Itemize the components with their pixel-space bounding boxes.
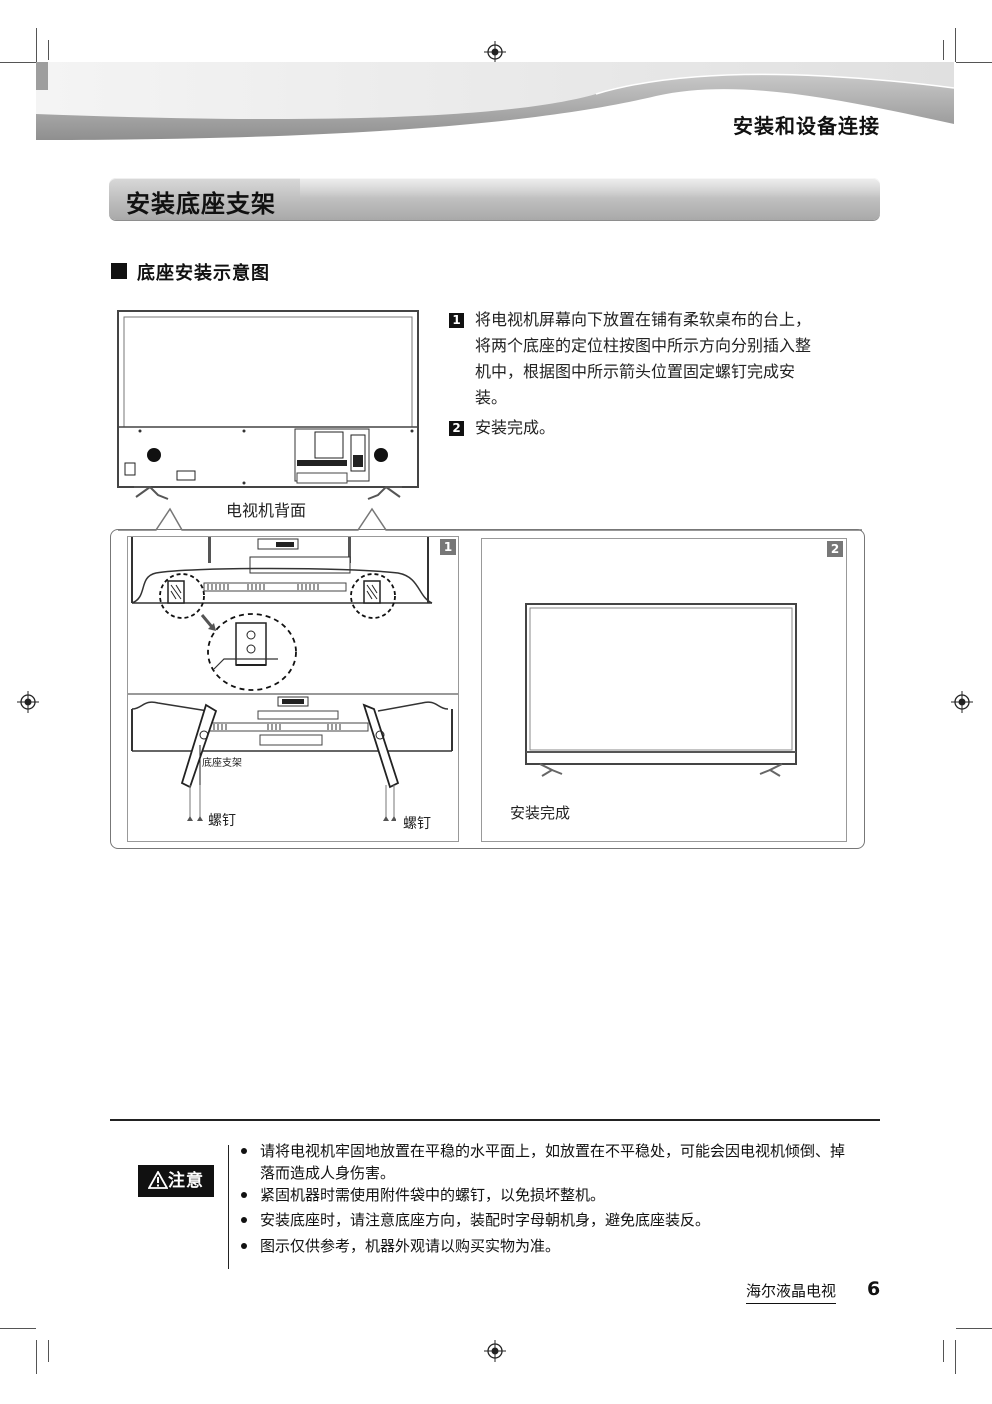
- bullet-icon: [241, 1192, 247, 1198]
- crop-mark: [36, 1340, 37, 1374]
- tv-front-illustration: [525, 603, 797, 777]
- subsection-title: 底座安装示意图: [137, 263, 270, 284]
- step-1-line: 将电视机屏幕向下放置在铺有柔软桌布的台上，: [475, 310, 812, 329]
- caution-item-line: 落而造成人身伤害。: [260, 1164, 396, 1182]
- registration-mark-icon: [484, 41, 506, 63]
- caution-item-line: 请将电视机牢固地放置在平稳的水平面上，如放置在不平稳处，可能会因电视机倾倒、掉: [260, 1142, 846, 1160]
- section-title: 安装和设备连接: [733, 114, 880, 138]
- callout-pointer: [118, 507, 862, 531]
- registration-mark-icon: [17, 691, 39, 713]
- screw-label-left: 螺钉: [208, 813, 236, 829]
- registration-mark-icon: [484, 1340, 506, 1362]
- caution-item-4: 图示仅供参考，机器外观请以购买实物为准。: [260, 1237, 561, 1255]
- caution-item-1: 请将电视机牢固地放置在平稳的水平面上，如放置在不平稳处，可能会因电视机倾倒、掉 …: [260, 1140, 885, 1184]
- step-number-badge: 2: [449, 421, 464, 436]
- caution-badge: 注意: [138, 1165, 214, 1197]
- caution-label: 注意: [168, 1171, 204, 1191]
- caution-item-2: 紧固机器时需使用附件袋中的螺钉，以免损坏整机。: [260, 1186, 606, 1204]
- title-bar-highlight: [300, 178, 880, 198]
- stand-label: 底座支架: [202, 758, 242, 769]
- step-number-badge: 1: [449, 313, 464, 328]
- bullet-icon: [241, 1148, 247, 1154]
- bullet-icon: [241, 1217, 247, 1223]
- registration-mark-icon: [951, 691, 973, 713]
- step-1-line: 将两个底座的定位柱按图中所示方向分别插入整: [475, 336, 812, 355]
- screw-label-right: 螺钉: [403, 816, 431, 832]
- crop-mark: [36, 28, 37, 62]
- warning-triangle-icon: [147, 1170, 169, 1189]
- step-1-line: 装。: [475, 388, 508, 407]
- crop-mark: [956, 62, 992, 63]
- header-band: [36, 62, 954, 140]
- page-number: 6: [867, 1278, 881, 1300]
- crop-mark: [943, 40, 944, 60]
- bullet-icon: [241, 1243, 247, 1249]
- step-1-line: 机中，根据图中所示箭头位置固定螺钉完成安: [475, 362, 796, 381]
- stand-insert-illustration: [131, 537, 433, 691]
- crop-mark: [0, 62, 36, 63]
- page-title: 安装底座支架: [126, 190, 276, 218]
- caution-divider: [228, 1145, 229, 1269]
- diagram-frame: [110, 529, 865, 849]
- panel-step1-top: [127, 536, 459, 694]
- step-1-text: 将电视机屏幕向下放置在铺有柔软桌布的台上， 将两个底座的定位柱按图中所示方向分别…: [475, 307, 811, 411]
- crop-mark: [0, 1328, 36, 1329]
- panel-number-badge: 1: [440, 539, 456, 555]
- caution-item-3: 安装底座时，请注意底座方向，装配时字母朝机身，避免底座装反。: [260, 1211, 711, 1229]
- crop-mark: [48, 1340, 49, 1362]
- square-bullet-icon: [111, 263, 127, 279]
- screw-arrows-icon: [187, 785, 396, 821]
- brand-name: 海尔液晶电视: [746, 1280, 837, 1304]
- tv-back-label: 电视机背面: [224, 497, 309, 521]
- crop-mark: [48, 40, 49, 60]
- install-complete-label: 安装完成: [510, 804, 571, 822]
- crop-mark: [956, 1328, 992, 1329]
- crop-mark: [955, 1340, 956, 1374]
- crop-mark: [955, 28, 956, 62]
- panel-number-badge: 2: [827, 541, 843, 557]
- stand-attached-illustration: [131, 696, 453, 795]
- section-divider: [110, 1119, 880, 1121]
- step-2-text: 安装完成。: [475, 418, 556, 437]
- tv-back-illustration: [117, 310, 419, 500]
- crop-mark: [943, 1340, 944, 1362]
